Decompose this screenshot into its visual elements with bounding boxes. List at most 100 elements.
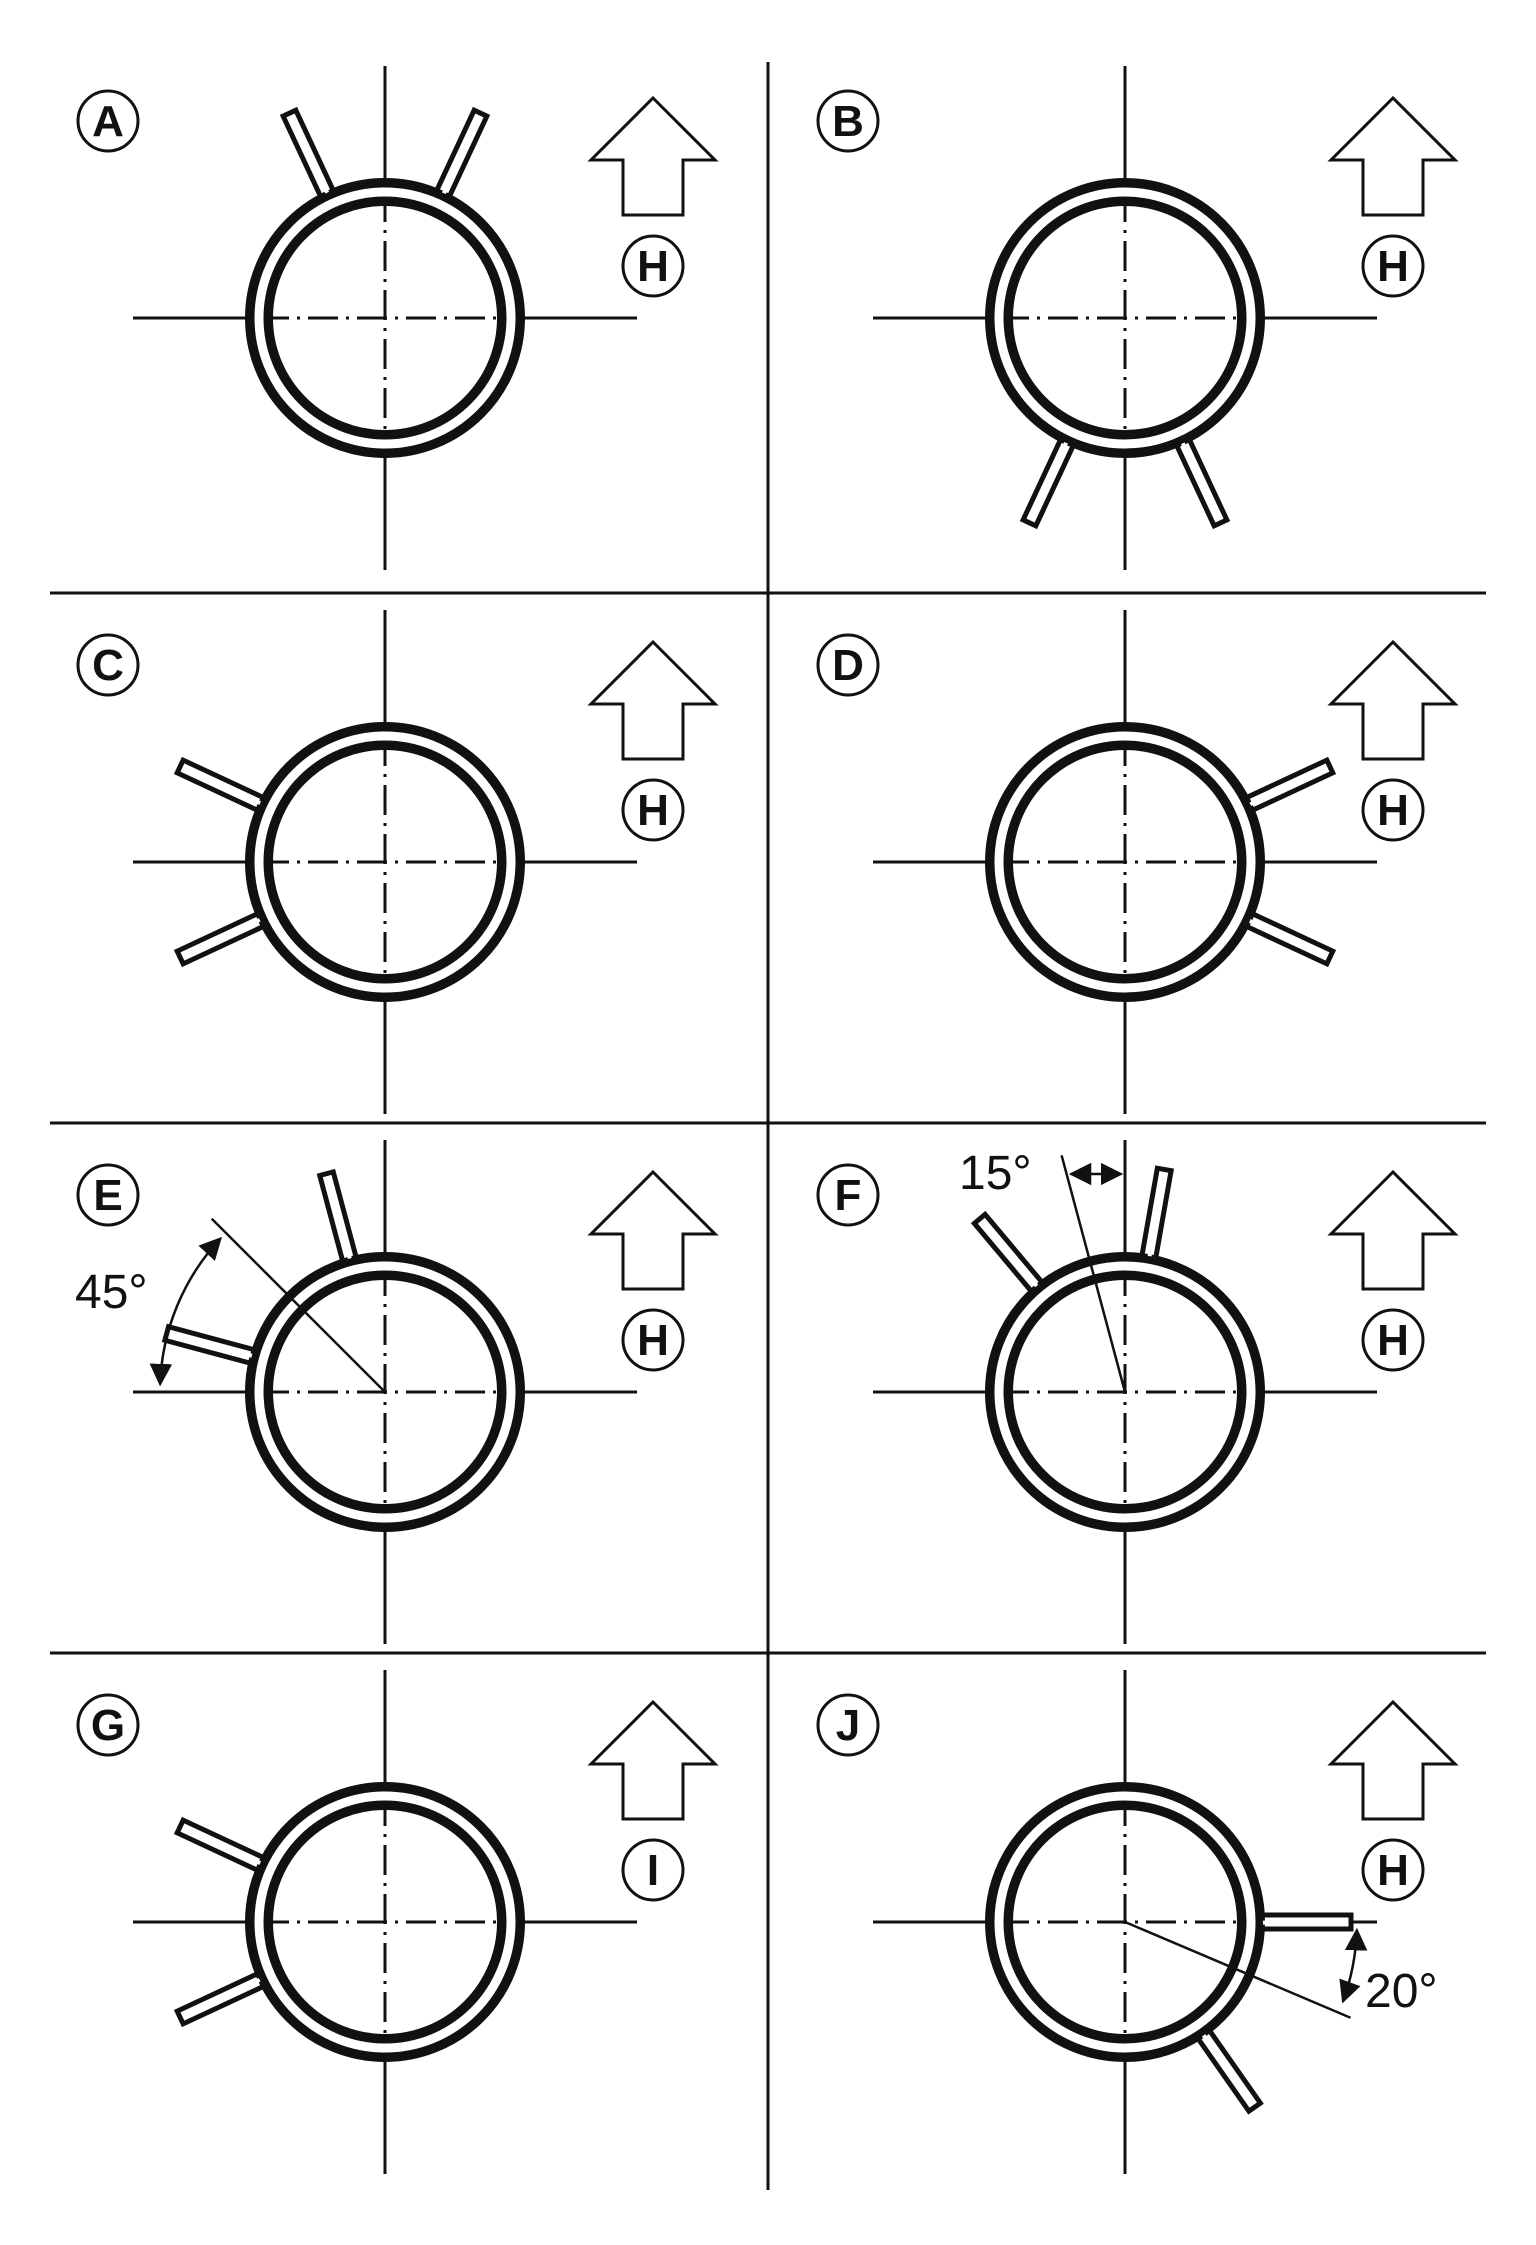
direction-label: H: [1361, 234, 1425, 298]
clamp-band: [241, 1248, 525, 1532]
tab-join: [1028, 1277, 1039, 1288]
clamp-band-gap: [254, 187, 516, 449]
panel-label-text: B: [832, 97, 864, 146]
centerlines: [133, 610, 637, 1114]
angle-label: 15°: [959, 1147, 1032, 1200]
direction-label-text: H: [1377, 1316, 1409, 1365]
tab-join: [442, 183, 450, 194]
panel-label: C: [76, 633, 140, 697]
direction-label: H: [1361, 1838, 1425, 1902]
direction-label: H: [621, 1308, 685, 1372]
direction-label-text: H: [637, 786, 669, 835]
panel-label: A: [76, 89, 140, 153]
direction-label-text: H: [637, 242, 669, 291]
direction-label-circle: [621, 234, 685, 298]
clamp-band: [985, 178, 1265, 458]
clamp-band-gap: [994, 1791, 1256, 2053]
direction-label: I: [621, 1838, 685, 1902]
direction-label-circle: [621, 1308, 685, 1372]
tab-join: [249, 1977, 261, 1987]
tab-join: [250, 1857, 261, 1865]
direction-arrow-icon: [1327, 95, 1459, 217]
clamp-band-gap: [254, 1791, 516, 2053]
tab-join: [1249, 797, 1261, 807]
tab-join: [344, 1248, 352, 1260]
direction-arrow-icon: [1327, 1169, 1459, 1291]
panel-b: BH: [816, 66, 1459, 570]
panel-e: E H 45°: [75, 1140, 719, 1644]
direction-label-text: H: [1377, 242, 1409, 291]
direction-arrow-icon: [1327, 639, 1459, 761]
clamp-band-gap: [994, 731, 1256, 993]
angle-annotation: [1060, 1155, 1127, 1393]
tab-join: [1249, 919, 1260, 927]
direction-arrow-icon: [1327, 1699, 1459, 1821]
direction-label: H: [621, 778, 685, 842]
panel-label: E: [76, 1163, 140, 1227]
tab-join: [1147, 1246, 1153, 1257]
panel-label-text: F: [835, 1171, 862, 1220]
tab-join: [1262, 1920, 1274, 1925]
clamp-band-gap: [254, 731, 516, 993]
tab-join: [1202, 2034, 1212, 2045]
panel-label-circle: [816, 1163, 880, 1227]
panel-label: G: [76, 1693, 140, 1757]
clamp-band: [245, 722, 525, 1002]
angle-arc: [1339, 1927, 1368, 2004]
tab-join: [241, 1351, 253, 1358]
panel-label-circle: [76, 1693, 140, 1757]
direction-arrow-icon: [587, 95, 719, 217]
direction-label-circle: [621, 778, 685, 842]
panel-label: J: [816, 1693, 880, 1757]
tab-join: [249, 917, 261, 927]
tab-join: [1060, 442, 1068, 453]
angle-annotation: [1124, 1920, 1368, 2019]
direction-label-circle: [1361, 778, 1425, 842]
clamp-band: [985, 1246, 1265, 1532]
clamp-band-gap: [994, 187, 1256, 449]
clamp-band: [985, 1782, 1274, 2062]
tab-join: [250, 797, 261, 805]
panel-label-circle: [816, 633, 880, 697]
centerlines: [873, 66, 1377, 570]
panel-label-text: E: [93, 1171, 122, 1220]
direction-arrow-icon: [587, 1699, 719, 1821]
centerlines: [133, 66, 637, 570]
direction-label: H: [621, 234, 685, 298]
clamp-band-gap: [994, 1261, 1256, 1523]
panel-label-circle: [76, 89, 140, 153]
direction-label-circle: [1361, 234, 1425, 298]
clamp-band-gap: [254, 1261, 516, 1523]
panel-label-circle: [76, 1163, 140, 1227]
tab-join: [1180, 442, 1190, 454]
centerlines: [873, 610, 1377, 1114]
panel-d: DH: [816, 610, 1459, 1114]
panel-label-text: A: [92, 97, 124, 146]
panel-label: B: [816, 89, 880, 153]
angle-arc: [149, 1236, 222, 1387]
panel-c: CH: [76, 610, 719, 1114]
direction-label-text: H: [1377, 1846, 1409, 1895]
panel-j: J H 20°: [816, 1670, 1459, 2174]
clamp-band: [985, 722, 1265, 1002]
clamp-band: [245, 178, 525, 458]
direction-label: H: [1361, 1308, 1425, 1372]
angle-annotation: [149, 1217, 386, 1393]
panel-label-text: C: [92, 641, 124, 690]
angle-label: 45°: [75, 1266, 148, 1319]
angle-ray: [210, 1217, 386, 1393]
angle-ray: [1060, 1155, 1127, 1393]
direction-label-circle: [1361, 1308, 1425, 1372]
direction-label-text: H: [1377, 786, 1409, 835]
panel-label-circle: [76, 633, 140, 697]
direction-label-text: I: [647, 1846, 659, 1895]
angle-ray: [1124, 1920, 1352, 2019]
angle-label: 20°: [1365, 1965, 1438, 2018]
direction-arrow-icon: [587, 639, 719, 761]
panel-label-circle: [816, 89, 880, 153]
panel-label: F: [816, 1163, 880, 1227]
centerlines: [133, 1670, 637, 2174]
panel-label-circle: [816, 1693, 880, 1757]
direction-label-circle: [1361, 1838, 1425, 1902]
